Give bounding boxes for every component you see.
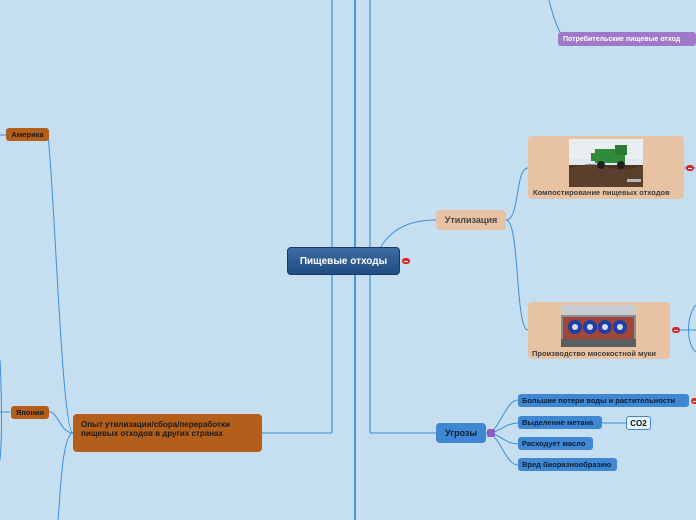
collapse-threats-icon[interactable]: [487, 429, 495, 437]
topic-utilization-label: Утилизация: [444, 215, 498, 225]
topic-consumer-food-waste-label: Потребительские пищевые отход: [563, 35, 681, 43]
threat-item-label: Вред биоразнообразию: [522, 460, 612, 469]
threat-item-label: Выделение метана: [522, 418, 594, 427]
topic-america[interactable]: Америка: [6, 128, 49, 141]
threat-item[interactable]: Вред биоразнообразию: [518, 458, 617, 471]
topic-composting[interactable]: Компостирование пищевых отходов: [528, 136, 684, 199]
threat-item-label: Расходует масло: [522, 439, 586, 448]
collapse-root-icon[interactable]: [402, 258, 410, 264]
collapse-meat-bone-icon[interactable]: [672, 327, 680, 333]
topic-meat-bone-meal[interactable]: Производство мясокостной муки: [528, 302, 670, 359]
threat-item-label: Большие потери воды и растительности: [522, 396, 676, 405]
collapse-composting-icon[interactable]: [686, 165, 694, 171]
topic-consumer-food-waste[interactable]: Потребительские пищевые отход: [558, 32, 696, 46]
composting-image: [569, 139, 643, 187]
topic-threats-label: Угрозы: [444, 428, 478, 438]
topic-japan-label: Япония: [15, 408, 45, 417]
topic-foreign-experience[interactable]: Опыт утилизации/сбора/переработки пищевы…: [73, 414, 262, 452]
collapse-threat-water-icon[interactable]: [691, 398, 696, 404]
topic-co2[interactable]: CO2: [626, 416, 651, 430]
threat-item[interactable]: Большие потери воды и растительности: [518, 394, 689, 407]
root-topic-node[interactable]: Пищевые отходы: [287, 247, 400, 275]
topic-utilization[interactable]: Утилизация: [436, 210, 506, 230]
topic-meat-bone-meal-label: Производство мясокостной муки: [532, 349, 657, 358]
topic-foreign-experience-label: Опыт утилизации/сбора/переработки пищевы…: [81, 420, 230, 438]
topic-threats[interactable]: Угрозы: [436, 423, 486, 443]
topic-america-label: Америка: [11, 130, 44, 139]
threat-item[interactable]: Выделение метана: [518, 416, 602, 429]
root-topic-label: Пищевые отходы: [299, 255, 388, 267]
meat-bone-meal-image: [561, 305, 636, 347]
threat-item[interactable]: Расходует масло: [518, 437, 593, 450]
topic-japan[interactable]: Япония: [11, 406, 49, 419]
topic-composting-label: Компостирование пищевых отходов: [533, 188, 670, 197]
topic-co2-label: CO2: [630, 418, 647, 428]
